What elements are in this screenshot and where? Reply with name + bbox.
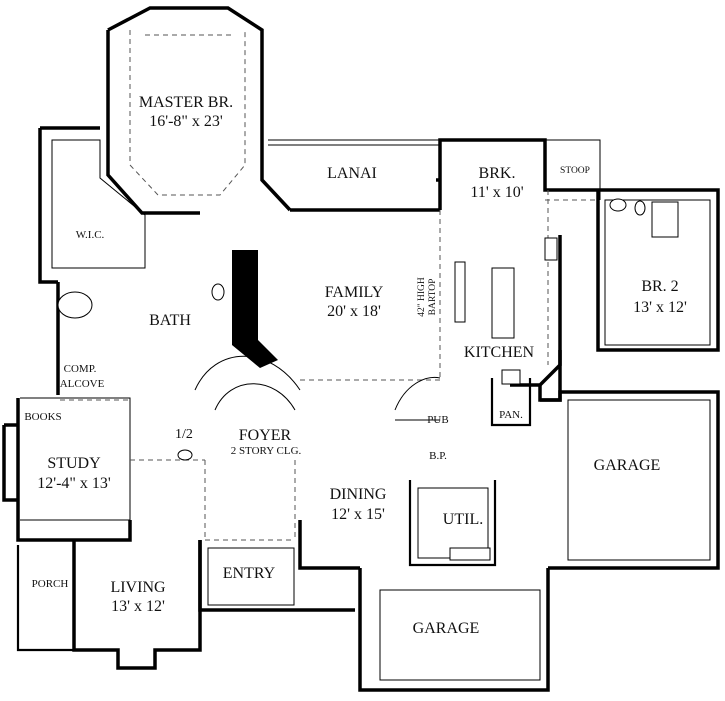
wic-name: W.I.C. [76,229,105,241]
living-size: 13' x 12' [111,598,165,615]
br2-name: BR. 2 [641,278,678,295]
pan-name: PAN. [499,409,523,421]
garage1-name: GARAGE [594,457,661,474]
brk-size: 11' x 10' [470,184,523,201]
porch-name: PORCH [32,578,69,590]
study-size: 12'-4" x 13' [37,475,111,492]
bath-name: BATH [149,312,191,329]
curved-stair [194,250,441,421]
lanai-name: LANAI [327,165,377,182]
bartop-line1: 42" HIGH [417,277,427,317]
living-name: LIVING [110,579,166,596]
master-br-size: 16'-8" x 23' [149,113,223,130]
dining-size: 12' x 15' [331,506,385,523]
comp-alcove-line2: ALCOVE [60,378,105,390]
pub-name: PUB [427,414,448,426]
family-size: 20' x 18' [327,303,381,320]
half-bath-name: 1/2 [175,427,193,442]
kitchen-name: KITCHEN [464,344,535,361]
master-br-name: MASTER BR. [139,94,233,111]
family-name: FAMILY [325,284,384,301]
study-name: STUDY [47,455,101,472]
entry-name: ENTRY [223,565,276,582]
garage2-name: GARAGE [413,620,480,637]
stoop-name: STOOP [560,166,590,176]
room-labels: MASTER BR. 16'-8" x 23' LANAI BRK. 11' x… [24,94,687,637]
fixtures [57,198,679,561]
bp-name: B.P. [429,450,447,462]
books-name: BOOKS [24,411,61,423]
bartop-line2: BARTOP [428,279,438,316]
brk-name: BRK. [479,165,516,182]
comp-alcove-line1: COMP. [64,363,97,375]
br2-size: 13' x 12' [633,299,687,316]
dashed-lines [60,30,598,541]
foyer-note: 2 STORY CLG. [231,445,302,457]
dining-name: DINING [330,486,387,503]
util-name: UTIL. [443,511,483,528]
foyer-name: FOYER [239,427,292,444]
